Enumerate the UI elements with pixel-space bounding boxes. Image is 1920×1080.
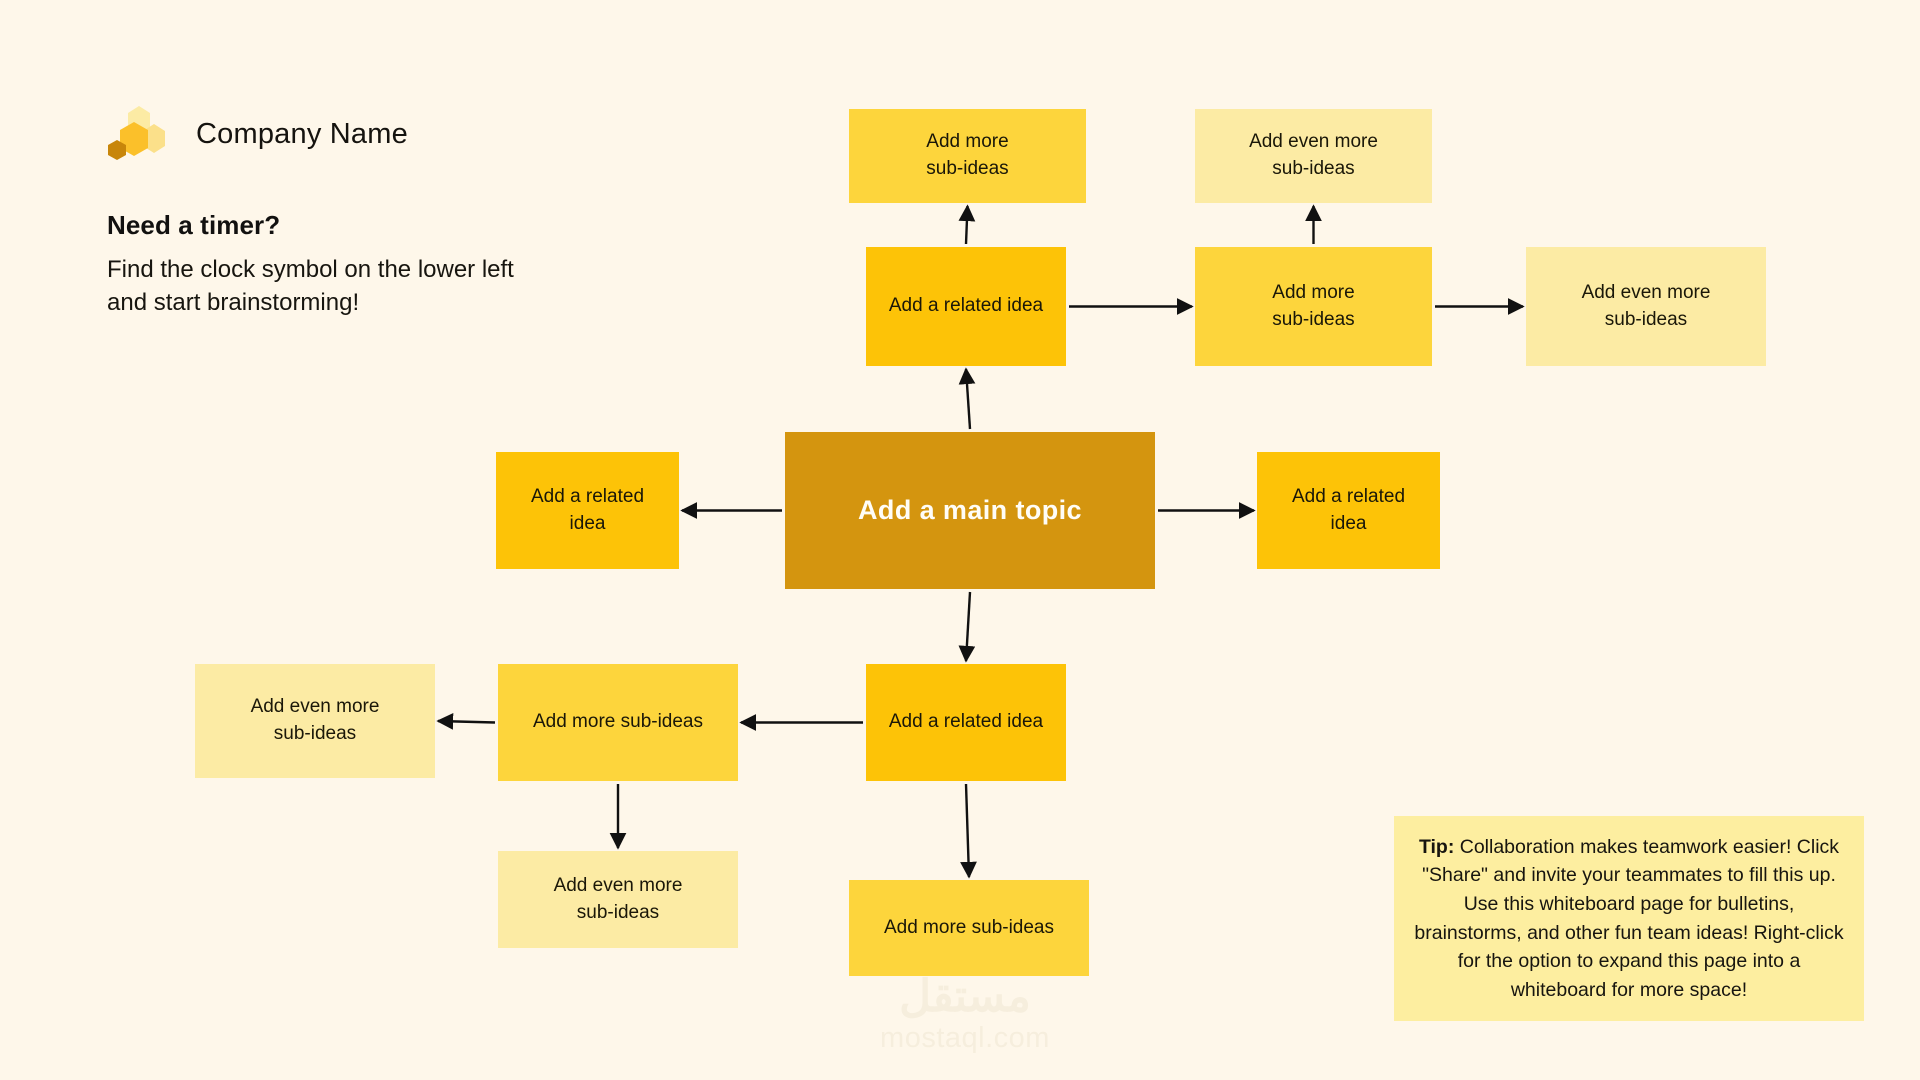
node-label-line: Add even more: [1249, 131, 1378, 153]
mindmap-node-subsub-bottom-left[interactable]: Add even more sub-ideas: [195, 664, 435, 778]
watermark: مستقل mostaql.com: [845, 975, 1085, 1056]
tip-card-text: Tip: Collaboration makes teamwork easier…: [1412, 833, 1846, 1005]
node-label-line: Add a related: [530, 485, 645, 507]
tip-card[interactable]: Tip: Collaboration makes teamwork easier…: [1394, 816, 1864, 1021]
mindmap-node-main[interactable]: Add a main topic: [785, 432, 1155, 589]
brand-header: Company Name: [104, 104, 408, 164]
node-label-line: Add a main topic: [858, 495, 1082, 526]
connector-related-bottom-to-sub-bottom-center: [960, 783, 977, 879]
mindmap-node-related-right[interactable]: Add a related idea: [1257, 452, 1440, 569]
mindmap-node-label: Add even more sub-ideas: [1582, 280, 1711, 334]
node-label-line: sub-ideas: [273, 723, 357, 744]
tip-label: Tip:: [1418, 835, 1455, 858]
mindmap-node-sub-top-right[interactable]: Add more sub-ideas: [1195, 247, 1432, 366]
node-label-line: Add a related idea: [888, 295, 1044, 317]
mindmap-node-subsub-bottom-down[interactable]: Add even more sub-ideas: [498, 851, 738, 948]
mindmap-node-label: Add even more sub-ideas: [1249, 129, 1378, 183]
timer-note-title: Need a timer?: [107, 210, 281, 240]
node-label-line: sub-ideas: [1272, 308, 1355, 330]
mindmap-node-sub-bottom-left[interactable]: Add more sub-ideas: [498, 664, 738, 781]
connector-main-to-related-top: [958, 367, 976, 430]
mindmap-node-label: Add more sub-ideas: [533, 709, 703, 736]
node-label-line: Add a related: [1291, 485, 1406, 507]
mindmap-node-related-top[interactable]: Add a related idea: [866, 247, 1066, 366]
mindmap-node-label: Add a related idea: [889, 709, 1043, 736]
timer-note-line-2: and start brainstorming!: [107, 288, 360, 316]
mindmap-node-sub-bottom-center[interactable]: Add more sub-ideas: [849, 880, 1089, 976]
timer-note-line-1: Find the clock symbol on the lower left: [107, 256, 514, 283]
node-label-line: Add more: [1272, 281, 1355, 303]
mindmap-node-label: Add a related idea: [889, 293, 1043, 320]
timer-note: Need a timer? Find the clock symbol on t…: [107, 210, 707, 319]
watermark-arabic: مستقل: [899, 972, 1031, 1021]
mindmap-node-label: Add more sub-ideas: [884, 915, 1054, 942]
tip-body: Collaboration makes teamwork easier! Cli…: [1414, 835, 1844, 1001]
mindmap-node-related-left[interactable]: Add a related idea: [496, 452, 679, 569]
node-label-line: Add even more: [250, 696, 380, 718]
node-label-line: sub-ideas: [926, 158, 1009, 179]
mindmap-node-label: Add a related idea: [1292, 484, 1405, 538]
node-label-line: sub-ideas: [576, 901, 660, 923]
mindmap-node-related-bottom[interactable]: Add a related idea: [866, 664, 1066, 781]
node-label-line: Add a related idea: [888, 711, 1044, 733]
mindmap-node-label: Add more sub-ideas: [1272, 280, 1354, 334]
node-label-line: Add more sub-ideas: [883, 916, 1055, 938]
mindmap-node-label: Add a related idea: [531, 484, 644, 538]
connector-main-to-related-bottom: [958, 591, 976, 663]
node-label-line: Add more sub-ideas: [532, 711, 704, 733]
mindmap-node-subsub-top-right[interactable]: Add even more sub-ideas: [1526, 247, 1766, 366]
mindmap-node-label: Add even more sub-ideas: [554, 873, 683, 927]
node-label-line: Add even more: [1581, 281, 1711, 303]
mindmap-node-label: Add a main topic: [858, 491, 1082, 529]
company-name: Company Name: [196, 117, 408, 150]
watermark-latin: mostaql.com: [880, 1022, 1050, 1054]
mindmap-node-sub-top-up[interactable]: Add more sub-ideas: [849, 109, 1086, 203]
mindmap-node-label: Add more sub-ideas: [926, 129, 1008, 183]
node-label-line: Add even more: [553, 874, 683, 896]
mindmap-node-subsub-top-up[interactable]: Add even more sub-ideas: [1195, 109, 1432, 203]
node-label-line: sub-ideas: [1604, 308, 1688, 330]
mindmap-node-label: Add even more sub-ideas: [251, 694, 380, 748]
node-label-line: idea: [569, 512, 606, 534]
connector-related-top-to-sub-top-up: [958, 204, 976, 245]
node-label-line: sub-ideas: [1272, 158, 1355, 179]
node-label-line: idea: [1330, 512, 1367, 534]
connector-sub-bottom-left-to-subsub-bottom-left: [436, 713, 496, 730]
hexagon-cluster-logo-icon: [108, 106, 165, 160]
node-label-line: Add more: [926, 131, 1009, 153]
